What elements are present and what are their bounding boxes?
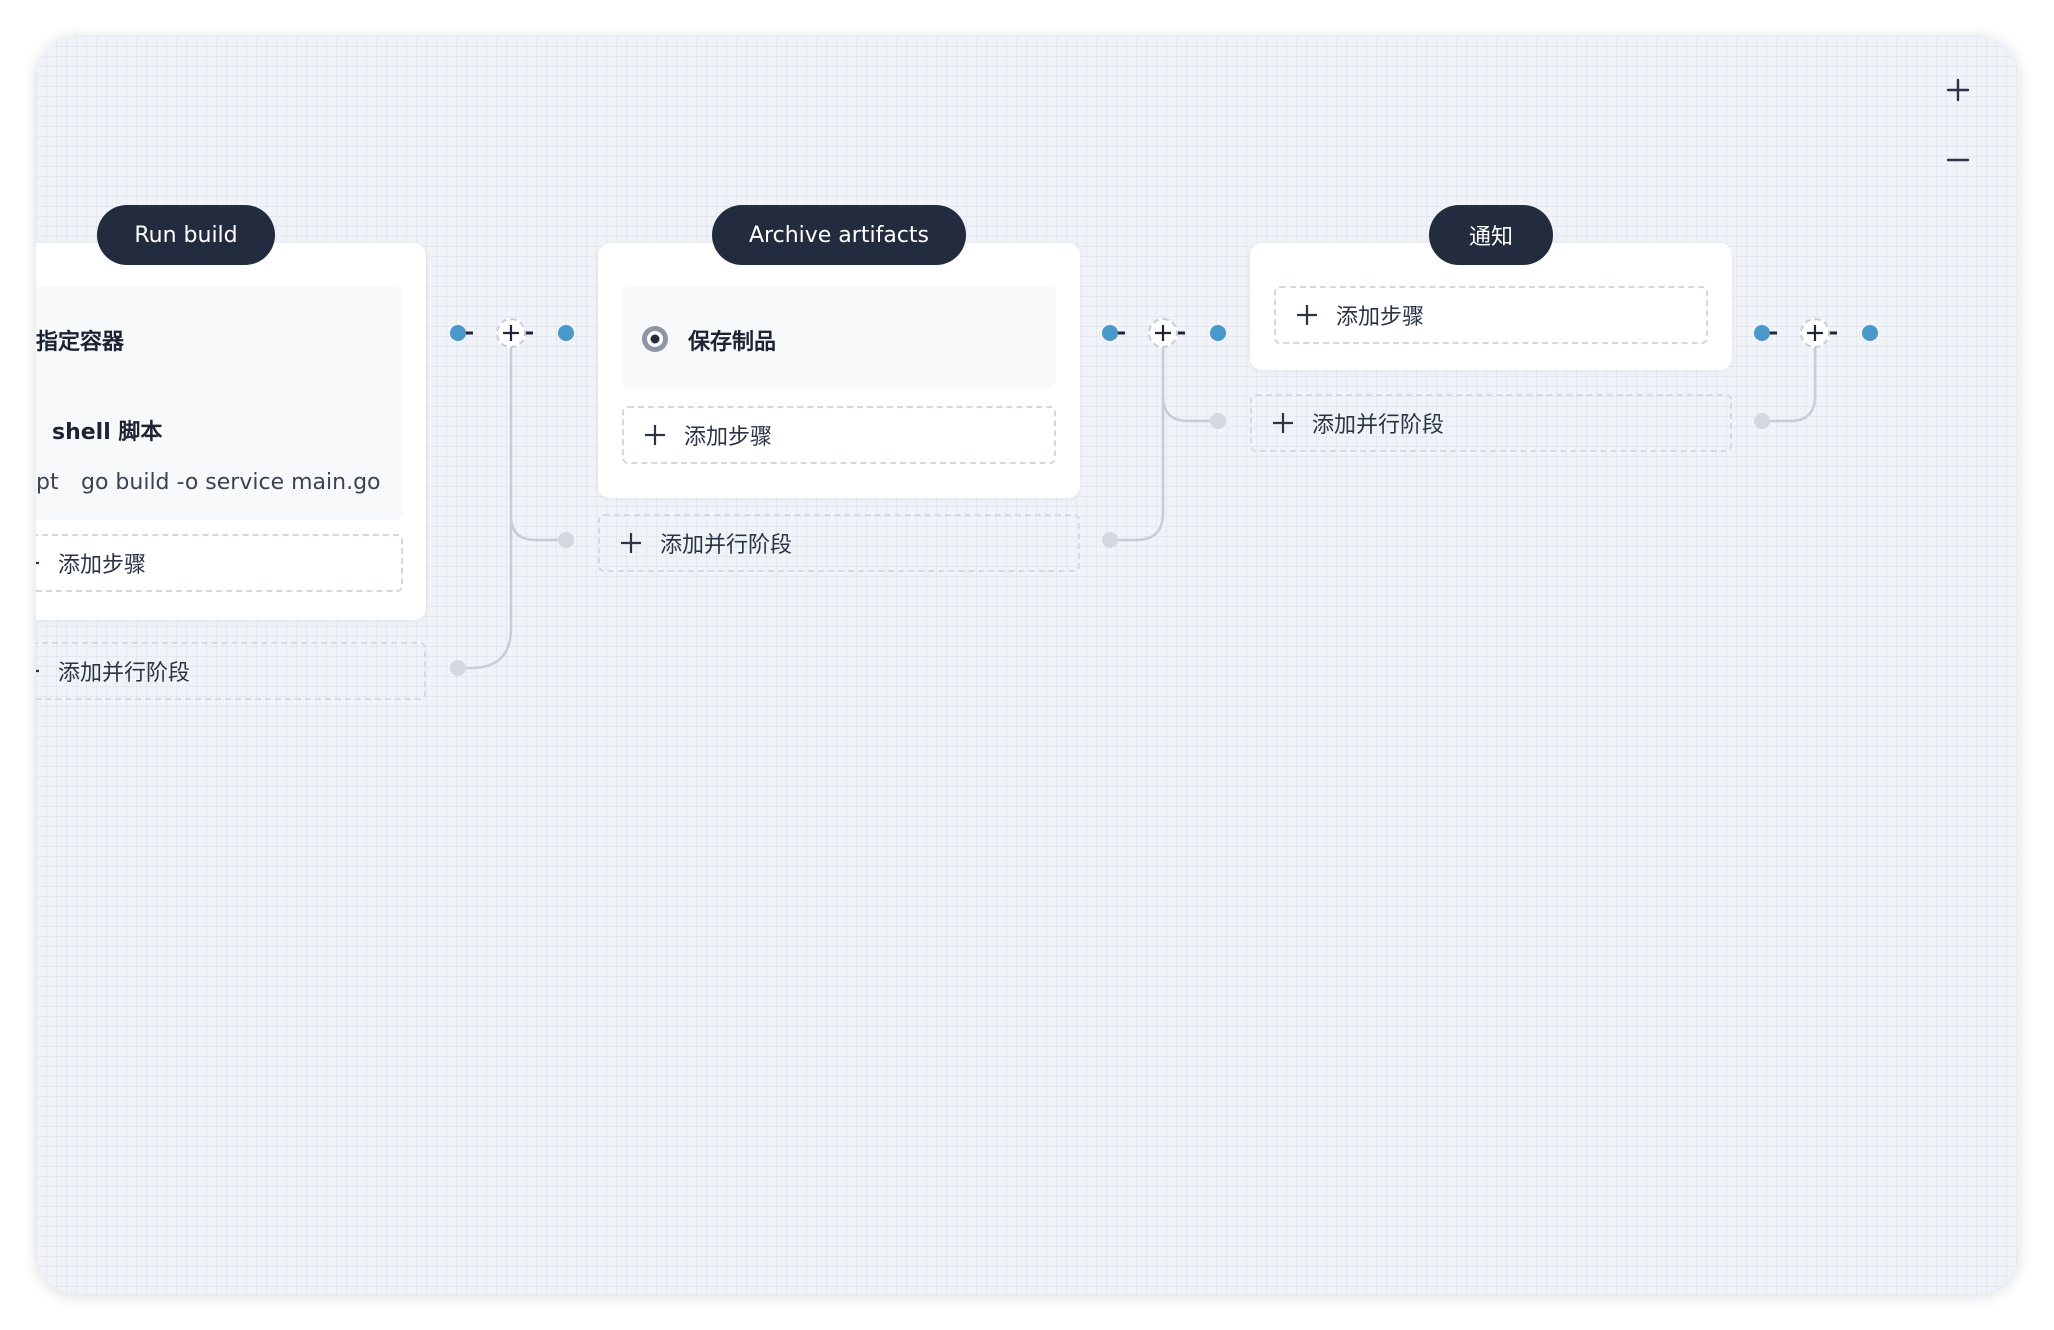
- step-detail-key: pt: [36, 470, 59, 495]
- connector-1: [450, 325, 574, 676]
- connector-2: [1102, 325, 1226, 548]
- step-item[interactable]: [622, 286, 1056, 388]
- step-label-container[interactable]: 指定容器: [36, 330, 125, 355]
- add-step-button[interactable]: 添加步骤: [36, 534, 403, 592]
- add-step-label: 添加步骤: [58, 553, 147, 578]
- step-detail-value: go build -o service main.go: [81, 470, 381, 495]
- step-label-save-artifacts[interactable]: 保存制品: [688, 330, 777, 355]
- zoom-out-button[interactable]: [1934, 136, 1982, 184]
- zoom-in-button[interactable]: [1934, 66, 1982, 114]
- stage-title-run-build[interactable]: Run build: [97, 205, 275, 265]
- connector-3: [1754, 325, 1878, 429]
- radio-target-icon: [642, 326, 668, 352]
- add-parallel-label: 添加并行阶段: [1312, 413, 1445, 438]
- stage-title-notify[interactable]: 通知: [1429, 205, 1553, 265]
- step-list: [36, 286, 403, 520]
- plus-icon: [1946, 78, 1970, 102]
- plus-icon: [645, 425, 665, 445]
- insert-stage-button[interactable]: [1148, 318, 1178, 348]
- plus-icon: [1273, 413, 1293, 433]
- add-parallel-stage-button[interactable]: 添加并行阶段: [598, 514, 1080, 572]
- insert-stage-button[interactable]: [496, 318, 526, 348]
- plus-icon: [1807, 325, 1823, 341]
- add-parallel-label: 添加并行阶段: [660, 533, 793, 558]
- plus-icon: [36, 669, 39, 673]
- add-step-label: 添加步骤: [684, 425, 773, 450]
- plus-icon: [503, 325, 519, 341]
- connector-lines: [450, 325, 1878, 676]
- pipeline-canvas[interactable]: 指定容器 shell 脚本 pt go build -o service mai…: [36, 36, 2018, 1294]
- add-step-button[interactable]: 添加步骤: [622, 406, 1056, 464]
- add-step-button[interactable]: 添加步骤: [1274, 286, 1708, 344]
- minus-icon: [1946, 158, 1970, 162]
- plus-icon: [621, 533, 641, 553]
- insert-stage-button[interactable]: [1800, 318, 1830, 348]
- plus-icon: [36, 561, 39, 565]
- add-parallel-label: 添加并行阶段: [58, 661, 191, 686]
- stage-title-archive-artifacts[interactable]: Archive artifacts: [712, 205, 966, 265]
- add-step-label: 添加步骤: [1336, 305, 1425, 330]
- add-parallel-stage-button[interactable]: 添加并行阶段: [1250, 394, 1732, 452]
- plus-icon: [1297, 305, 1317, 325]
- plus-icon: [1155, 325, 1171, 341]
- step-label-shell[interactable]: shell 脚本: [52, 420, 163, 445]
- add-parallel-stage-button[interactable]: 添加并行阶段: [36, 642, 426, 700]
